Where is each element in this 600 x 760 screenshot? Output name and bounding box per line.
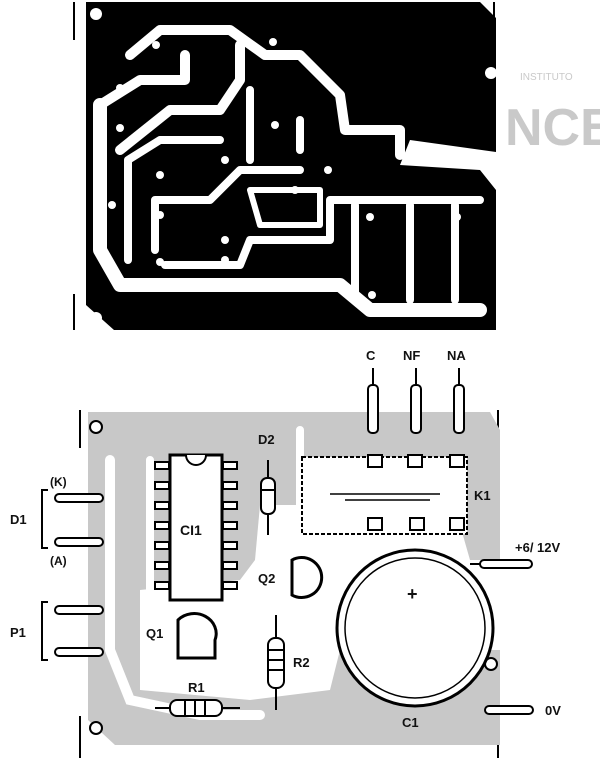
- capacitor-c1: [335, 548, 495, 708]
- label-r1: R1: [188, 680, 205, 695]
- label-c1-plus: +: [407, 584, 418, 604]
- label-d1-a: (A): [50, 554, 67, 568]
- copper-isolation-gaps: [93, 25, 487, 317]
- copper-pads: [90, 8, 497, 324]
- mounting-hole: [90, 8, 102, 20]
- label-q1: Q1: [146, 626, 163, 641]
- component-labels: C NF NA (K) D1 (A) P1 CI1 D2 K1 Q1 Q2 R1…: [10, 348, 561, 730]
- mounting-hole: [89, 721, 103, 735]
- relay-k1: [301, 454, 468, 535]
- label-relay-nf: NF: [403, 348, 420, 363]
- label-d2: D2: [258, 432, 275, 447]
- label-k1: K1: [474, 488, 491, 503]
- label-ci1: CI1: [180, 522, 202, 538]
- copper-side-view: [73, 2, 497, 330]
- mounting-hole: [485, 67, 497, 79]
- label-relay-na: NA: [447, 348, 466, 363]
- watermark-top-text: INSTITUTO: [520, 72, 573, 83]
- mounting-hole: [89, 420, 103, 434]
- resistor-r2: [267, 615, 285, 710]
- component-side-view: C NF NA (K) D1 (A) P1 CI1 D2 K1 Q1 Q2 R1…: [10, 348, 561, 758]
- d1-leads: [41, 489, 104, 549]
- label-r2: R2: [293, 655, 310, 670]
- label-q2: Q2: [258, 571, 275, 586]
- relay-output-leads: [367, 368, 465, 434]
- board-corner-marks: [79, 410, 499, 758]
- label-relay-c: C: [366, 348, 376, 363]
- mounting-hole: [90, 312, 102, 324]
- transistor-q1: [176, 612, 218, 660]
- p1-leads: [41, 601, 104, 661]
- label-d1: D1: [10, 512, 27, 527]
- watermark-main-text: NCB: [505, 99, 600, 157]
- watermark-logo: INSTITUTO NCB: [505, 72, 600, 157]
- label-supply-pos: +6/ 12V: [515, 540, 561, 555]
- ic-ci1: [154, 453, 238, 602]
- supply-leads: [470, 559, 534, 715]
- transistor-q2: [290, 556, 324, 599]
- diode-d2: [260, 460, 276, 535]
- label-p1: P1: [10, 625, 26, 640]
- label-d1-k: (K): [50, 475, 67, 489]
- resistor-r1: [155, 699, 240, 717]
- label-c1: C1: [402, 715, 419, 730]
- label-supply-gnd: 0V: [545, 703, 561, 718]
